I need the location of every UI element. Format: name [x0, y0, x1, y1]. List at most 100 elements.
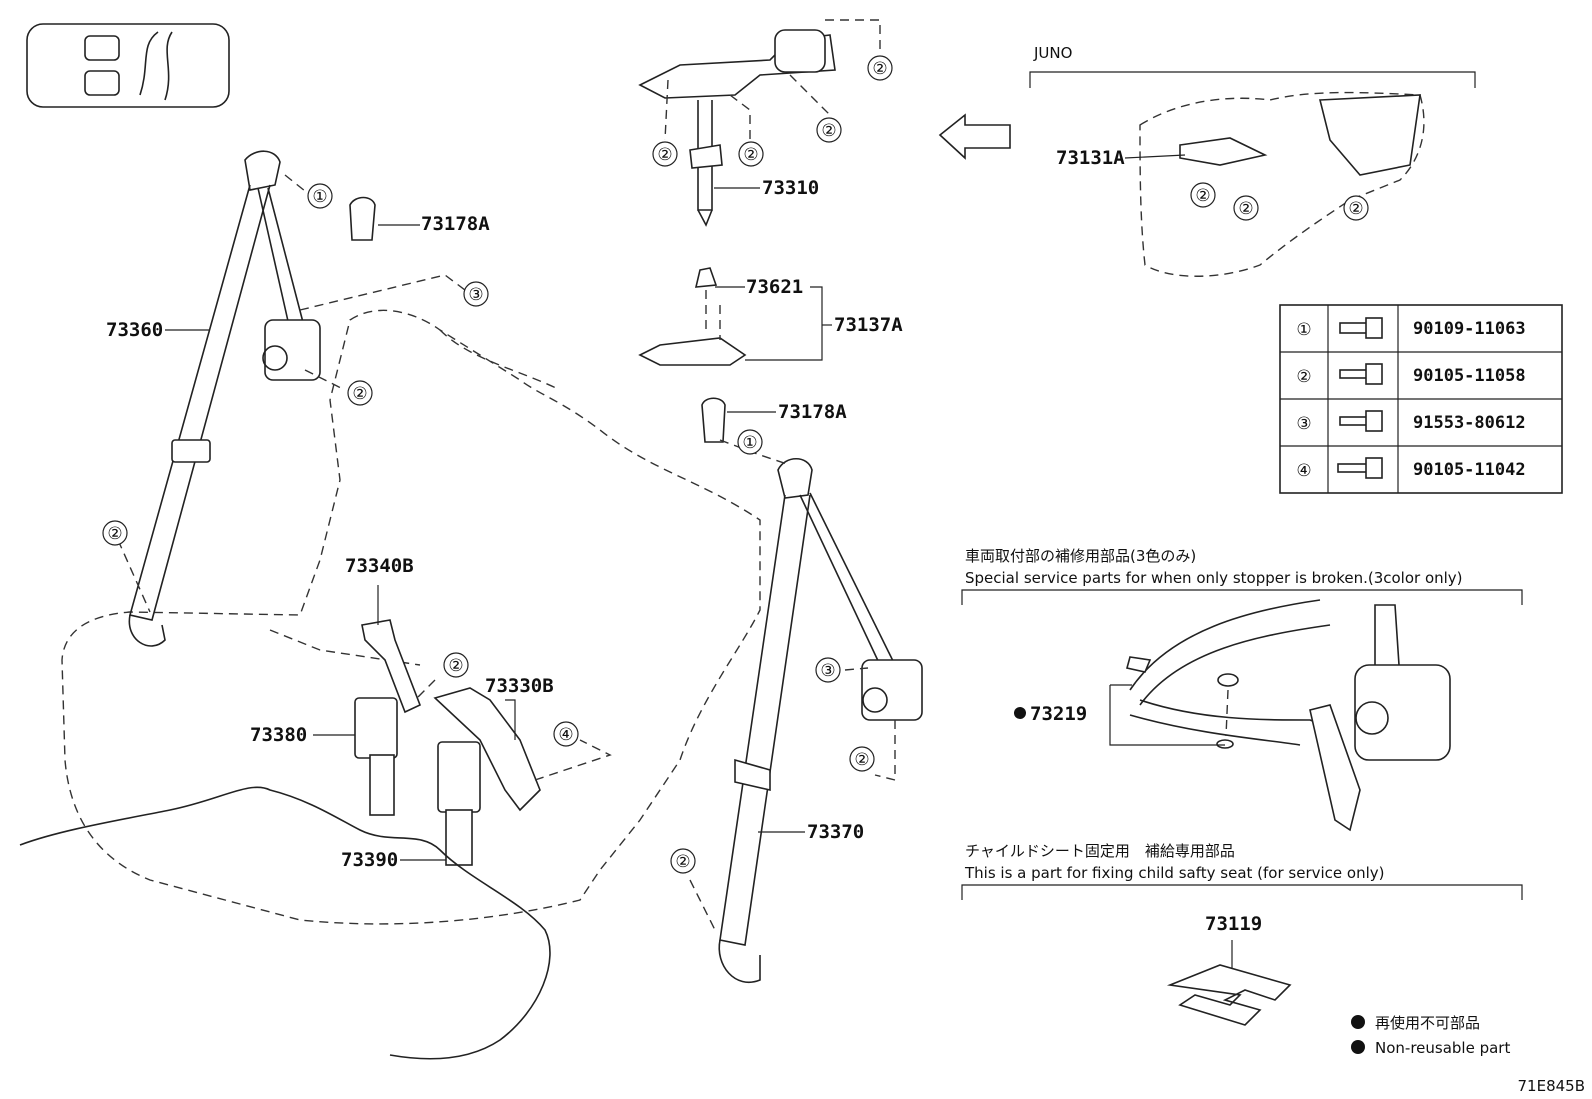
legend [1351, 1015, 1365, 1054]
service-title-en: Special service parts for when only stop… [965, 569, 1463, 587]
svg-text:②: ② [1348, 199, 1363, 219]
part-label-73131a: 73131A [1056, 147, 1125, 169]
part-label-73178a-mid: 73178A [778, 401, 847, 423]
fastener-callout: ② [1190, 182, 1216, 208]
fastener-callout: ② [849, 746, 875, 772]
service-title-jp: 車両取付部の補修用部品(3色のみ) [965, 547, 1196, 565]
bolt-icon [1339, 363, 1383, 385]
svg-text:②: ② [854, 750, 869, 770]
fastener-callout: ② [867, 55, 893, 81]
table-part-number: 90105-11058 [1413, 366, 1526, 386]
fastener-callout: ② [1233, 195, 1259, 221]
part-label-73137a: 73137A [834, 314, 903, 336]
table-part-number: 90109-11063 [1413, 319, 1526, 339]
bracket-73137a [638, 267, 747, 366]
part-label-73370: 73370 [807, 821, 864, 843]
svg-text:④: ④ [558, 725, 573, 745]
leader-dash [284, 174, 311, 196]
child-seat-box [961, 884, 1523, 1026]
fastener-callout: ③ [815, 657, 841, 683]
bolt-icon [1339, 317, 1383, 339]
fastener-callout: ② [652, 141, 678, 167]
child-title-jp: チャイルドシート固定用 補給専用部品 [965, 842, 1235, 860]
table-part-number: 90105-11042 [1413, 460, 1526, 480]
svg-text:②: ② [821, 121, 836, 141]
bolt-icon [1337, 457, 1383, 479]
cover-73178a-mid [701, 397, 726, 443]
table-num: ② [1296, 367, 1311, 387]
table-num: ④ [1296, 461, 1311, 481]
leader-line [745, 286, 823, 361]
fastener-callout: ③ [463, 281, 489, 307]
svg-text:③: ③ [820, 661, 835, 681]
part-label-73380: 73380 [250, 724, 307, 746]
svg-text:②: ② [352, 384, 367, 404]
part-label-73390: 73390 [341, 849, 398, 871]
seat-belt-73360 [128, 150, 321, 647]
svg-text:②: ② [872, 59, 887, 79]
part-label-73330b: 73330B [485, 675, 554, 697]
leader-dash [664, 79, 669, 141]
leader-dash [534, 739, 612, 781]
non-reusable-dot-icon [1014, 707, 1026, 719]
part-label-73119: 73119 [1205, 913, 1262, 935]
svg-text:②: ② [743, 145, 758, 165]
buckle-73380 [354, 697, 398, 816]
fastener-callout: ① [307, 183, 333, 209]
leader-dash [729, 94, 751, 140]
diagram-code: 71E845B [1518, 1077, 1586, 1095]
fastener-callout: ② [102, 520, 128, 546]
legend-en: Non-reusable part [1375, 1039, 1510, 1057]
svg-text:②: ② [657, 145, 672, 165]
svg-text:①: ① [742, 433, 757, 453]
svg-text:②: ② [1238, 199, 1253, 219]
fastener-callout: ② [347, 380, 373, 406]
table-part-number: 91553-80612 [1413, 413, 1526, 433]
fastener-callout: ① [737, 429, 763, 455]
table-num: ① [1296, 320, 1311, 340]
leader-dash [874, 720, 896, 781]
part-label-73621: 73621 [746, 276, 803, 298]
svg-text:①: ① [312, 187, 327, 207]
table-num: ③ [1296, 414, 1311, 434]
service-parts-box [961, 589, 1523, 832]
leader-dash [117, 539, 151, 613]
child-title-en: This is a part for fixing child safty se… [964, 864, 1384, 882]
leader-dash [689, 879, 716, 931]
part-label-73178a-top: 73178A [421, 213, 490, 235]
part-label-73360: 73360 [106, 319, 163, 341]
bolt-icon [1339, 410, 1383, 432]
svg-text:③: ③ [468, 285, 483, 305]
juno-label: JUNO [1033, 44, 1072, 62]
leader-dash [304, 369, 346, 391]
harness-wire [19, 786, 551, 1060]
part-label-73340b: 73340B [345, 555, 414, 577]
buckle-73390 [437, 741, 481, 866]
juno-panel [1029, 71, 1476, 277]
leader-dash [825, 19, 881, 50]
leader-dash [844, 667, 869, 671]
arrow-left-icon [938, 113, 1011, 160]
non-reusable-dot-icon [1351, 1040, 1365, 1054]
fastener-callout: ② [738, 141, 764, 167]
leader-line [1124, 154, 1186, 159]
leader-dash [719, 439, 791, 466]
vehicle-location-icon [26, 23, 230, 108]
part-label-73310: 73310 [762, 177, 819, 199]
fastener-callout: ② [443, 652, 469, 678]
svg-text:②: ② [675, 852, 690, 872]
leader-dash [789, 74, 831, 116]
buckle-73340b [361, 619, 422, 714]
svg-text:②: ② [107, 524, 122, 544]
fastener-table [1279, 304, 1563, 494]
leader-dash [299, 274, 466, 311]
leader-dash [414, 679, 436, 701]
leader-line [505, 699, 516, 740]
fastener-callout: ④ [553, 721, 579, 747]
part-label-73219: 73219 [1030, 703, 1087, 725]
legend-jp: 再使用不可部品 [1375, 1014, 1480, 1032]
cover-73178a-top [349, 196, 376, 241]
non-reusable-dot-icon [1351, 1015, 1365, 1029]
